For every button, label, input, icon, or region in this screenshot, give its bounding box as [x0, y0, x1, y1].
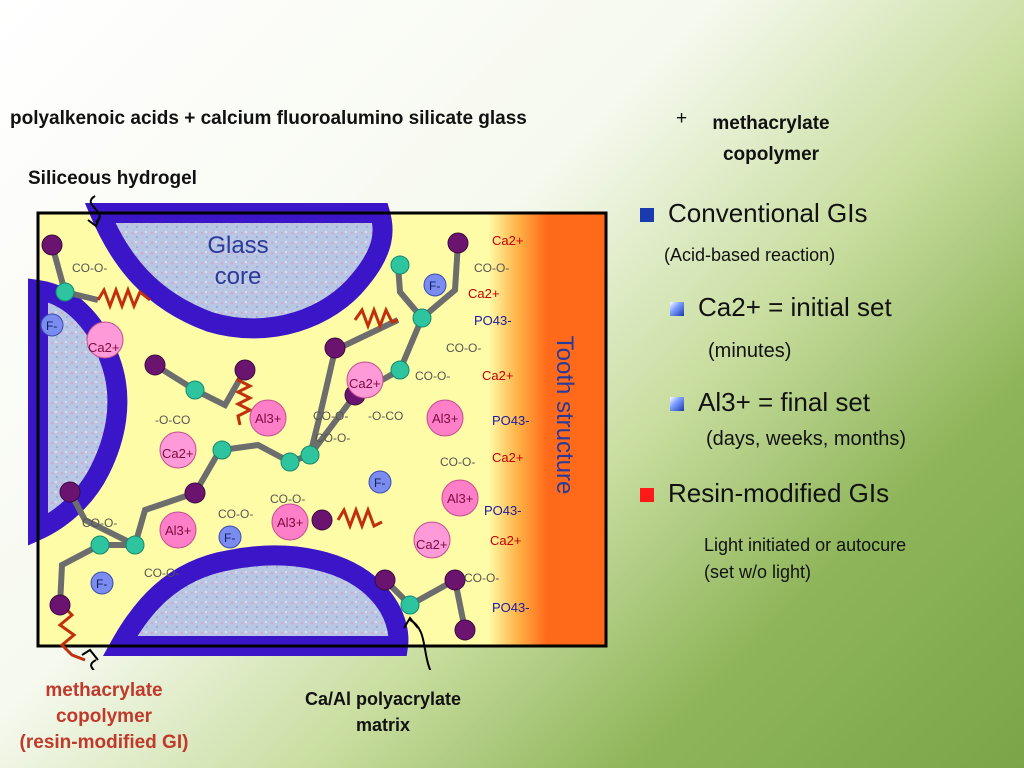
methacrylate-label-1: methacrylate: [45, 680, 163, 701]
ionomer-diagram: Ca2+ Ca2+ Ca2+ Ca2+ Al3+ Al3+ Al3+ Al3+ …: [28, 195, 608, 670]
ca-label: Ca2+: [416, 537, 447, 552]
al-label: Al3+: [255, 411, 281, 426]
po4-label: PO43-: [484, 503, 522, 518]
formula-right-line2: copolymer: [722, 144, 820, 165]
legend-resin-text: Resin-modified GIs: [668, 478, 890, 508]
coo-label: CO-O-: [270, 492, 305, 506]
coo-label: CO-O-: [315, 431, 350, 445]
gradient-bullet-icon: [670, 397, 684, 412]
glass-core-label-1: Glass: [207, 232, 268, 259]
legend-ca-set: Ca2+ = initial set: [670, 292, 892, 323]
square-bullet-icon: [640, 208, 654, 223]
methacrylate-springs: [57, 285, 399, 662]
formula-right-line1: methacrylate: [712, 113, 830, 134]
coo-label: CO-O-: [474, 261, 509, 275]
aluminium-ions: Al3+ Al3+ Al3+ Al3+ Al3+: [159, 399, 479, 549]
f-label: F-: [46, 319, 57, 333]
coo-label: CO-O-: [72, 261, 107, 275]
coo-label: CO-O-: [464, 571, 499, 585]
coo-label: CO-O-: [82, 516, 117, 530]
fluoride-ions: F- F- F- F- F-: [40, 273, 447, 595]
f-label: F-: [224, 531, 235, 545]
glass-core-label-2: core: [215, 263, 262, 290]
teal-nodes: [55, 255, 432, 615]
formula-right: methacrylate copolymer: [686, 108, 856, 170]
square-bullet-icon: [640, 488, 654, 503]
al-label: Al3+: [165, 523, 191, 538]
formula-left: polyalkenoic acids + calcium fluoroalumi…: [10, 108, 527, 129]
ca-label: Ca2+: [492, 450, 523, 465]
matrix-label: Ca/Al polyacrylate matrix: [268, 686, 498, 738]
methacrylate-label: methacrylate copolymer (resin-modified G…: [4, 678, 204, 756]
pointer-arrows: [81, 195, 432, 670]
al-label: Al3+: [277, 515, 303, 530]
tooth-structure-label: Tooth structure: [551, 336, 578, 495]
al-label: Al3+: [432, 411, 458, 426]
formula-title: polyalkenoic acids + calcium fluoroalumi…: [10, 108, 527, 130]
ca-label: Ca2+: [482, 368, 513, 383]
legend-conventional-sub: (Acid-based reaction): [664, 245, 836, 265]
coo-label: CO-O-: [218, 507, 253, 521]
carboxylate-labels: CO-O- CO-O- CO-O- CO-O- CO-O- CO-O- CO-O…: [72, 261, 509, 585]
oco-label: -O-CO: [155, 413, 190, 427]
gradient-bullet-icon: [670, 302, 684, 317]
po4-label: PO43-: [474, 313, 512, 328]
coo-label: CO-O-: [144, 566, 179, 580]
legend-resin-sub-1: Light initiated or autocure: [704, 535, 907, 555]
ca-label: Ca2+: [468, 286, 499, 301]
matrix-label-1: Ca/Al polyacrylate: [304, 689, 462, 709]
f-label: F-: [429, 279, 440, 293]
legend-ca-set-sub: (minutes): [708, 340, 792, 362]
formula-plus: +: [676, 108, 688, 129]
tooth-structure-band: [488, 213, 606, 646]
ca-label: Ca2+: [88, 340, 119, 355]
coo-label: CO-O-: [440, 455, 475, 469]
legend-al-set-text: Al3+ = final set: [698, 387, 870, 417]
f-label: F-: [374, 476, 385, 490]
calcium-ions: Ca2+ Ca2+ Ca2+ Ca2+: [86, 321, 451, 559]
legend-resin: Resin-modified GIs: [640, 478, 889, 509]
ca-label: Ca2+: [492, 233, 523, 248]
po4-label: PO43-: [492, 413, 530, 428]
ca-label: Ca2+: [162, 446, 193, 461]
po4-label: PO43-: [492, 600, 530, 615]
methacrylate-label-3: (resin-modified GI): [19, 732, 189, 753]
oco-label: -O-CO: [368, 409, 403, 423]
legend-resin-sub-2: (set w/o light): [704, 562, 812, 582]
legend-ca-set-text: Ca2+ = initial set: [698, 292, 892, 322]
coo-label: CO-O-: [446, 341, 481, 355]
legend-al-set-sub: (days, weeks, months): [706, 428, 907, 450]
siliceous-hydrogel-label: Siliceous hydrogel: [28, 168, 197, 189]
glass-core-top: [84, 203, 393, 339]
diagram-frame: [36, 211, 608, 648]
f-label: F-: [96, 577, 107, 591]
al-label: Al3+: [447, 491, 473, 506]
methacrylate-label-2: copolymer: [55, 706, 153, 727]
glass-core-bottom: [103, 545, 409, 656]
ca-label: Ca2+: [490, 533, 521, 548]
coo-label: CO-O-: [415, 369, 450, 383]
coo-label: CO-O-: [313, 409, 348, 423]
legend-conventional: Conventional GIs: [640, 198, 867, 229]
legend-conventional-text: Conventional GIs: [668, 198, 868, 228]
legend-al-set: Al3+ = final set: [670, 387, 870, 418]
matrix-label-2: matrix: [355, 715, 411, 735]
tooth-ions: Ca2+ Ca2+ Ca2+ Ca2+ Ca2+ PO43- PO43- PO4…: [468, 233, 530, 615]
ca-label: Ca2+: [349, 376, 380, 391]
